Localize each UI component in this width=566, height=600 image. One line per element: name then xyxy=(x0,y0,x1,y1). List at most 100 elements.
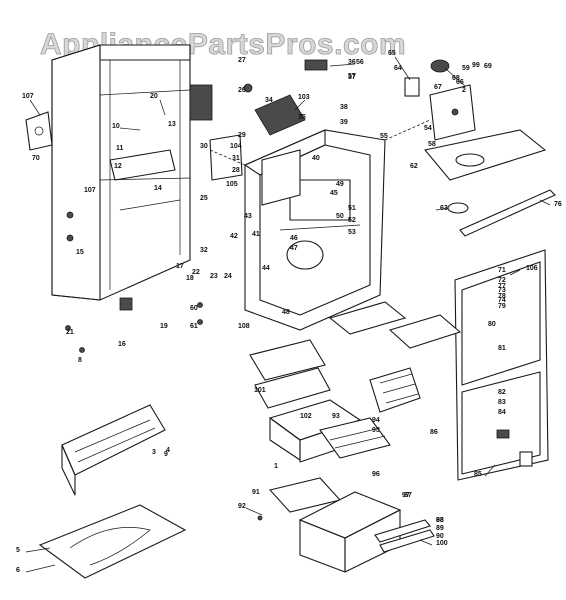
bracket-icon xyxy=(25,111,53,151)
callout-label: 34 xyxy=(265,97,273,104)
callout-label: 94 xyxy=(372,417,380,424)
callout-label: 24 xyxy=(224,273,232,280)
callout-label: 29 xyxy=(238,132,246,139)
callout-label: 52 xyxy=(348,217,356,224)
callout-label: 66 xyxy=(456,79,464,86)
callout-label: 38 xyxy=(340,104,348,111)
callout-label: 60 xyxy=(190,305,198,312)
callout-label: 86 xyxy=(430,429,438,436)
callout-label: 37 xyxy=(348,74,356,81)
callout-label: 74 xyxy=(498,297,506,304)
callout-label: 6 xyxy=(16,567,20,574)
bottom-crisper-icon xyxy=(268,477,435,573)
ice-maker-icon xyxy=(423,59,547,214)
callout-label: 77 xyxy=(498,283,506,290)
callout-label: 44 xyxy=(262,265,270,272)
callout-label: 98 xyxy=(436,517,444,524)
callout-label: 102 xyxy=(300,413,312,420)
callout-label: 59 xyxy=(462,65,470,72)
callout-label: 55 xyxy=(380,133,388,140)
callout-label: 14 xyxy=(154,185,162,192)
callout-label: 23 xyxy=(210,273,218,280)
callout-label: 8 xyxy=(78,357,82,364)
callout-label: 103 xyxy=(298,94,310,101)
callout-label: 64 xyxy=(394,65,402,72)
callout-label: 49 xyxy=(336,181,344,188)
callout-label: 71 xyxy=(498,267,506,274)
base-pan-icon xyxy=(38,504,187,579)
callout-label: 27 xyxy=(238,57,246,64)
callout-label: 99 xyxy=(472,62,480,69)
callout-label: 21 xyxy=(66,329,74,336)
callout-label: 57 xyxy=(348,73,356,80)
callout-label: 46 xyxy=(290,235,298,242)
callout-label: 9 xyxy=(164,451,168,458)
callout-label: 106 xyxy=(526,265,538,272)
callout-label: 26 xyxy=(238,87,246,94)
callout-label: 53 xyxy=(348,229,356,236)
callout-label: 69 xyxy=(484,63,492,70)
grille-icon xyxy=(61,404,166,496)
callout-label: 51 xyxy=(348,205,356,212)
callout-label: 13 xyxy=(168,121,176,128)
callout-label: 50 xyxy=(336,213,344,220)
callout-label: 70 xyxy=(32,155,40,162)
callout-label: 92 xyxy=(238,503,246,510)
callout-label: 1 xyxy=(274,463,278,470)
callout-label: 78 xyxy=(498,293,506,300)
callout-label: 45 xyxy=(330,190,338,197)
callout-label: 39 xyxy=(340,119,348,126)
cabinet-shell-icon xyxy=(51,44,213,301)
callout-label: 40 xyxy=(312,155,320,162)
callout-label: 42 xyxy=(230,233,238,240)
callout-label: 93 xyxy=(332,413,340,420)
callout-label: 62 xyxy=(410,163,418,170)
callout-label: 4 xyxy=(166,447,170,454)
callout-label: 91 xyxy=(252,489,260,496)
callout-label: 67 xyxy=(434,84,442,91)
callout-label: 87 xyxy=(404,492,412,499)
callout-label: 56 xyxy=(356,59,364,66)
duct-icon xyxy=(209,59,420,206)
callout-label: 19 xyxy=(160,323,168,330)
callout-label: 31 xyxy=(232,155,240,162)
callout-label: 97 xyxy=(402,492,410,499)
callout-label: 65 xyxy=(388,50,396,57)
door-panel-icon xyxy=(454,249,549,481)
callout-label: 89 xyxy=(436,525,444,532)
callout-label: 16 xyxy=(118,341,126,348)
callout-label: 107 xyxy=(22,93,34,100)
callout-label: 95 xyxy=(372,427,380,434)
callout-label: 32 xyxy=(200,247,208,254)
callout-label: 105 xyxy=(226,181,238,188)
callout-label: 18 xyxy=(186,275,194,282)
callout-label: 36 xyxy=(348,59,356,66)
callout-label: 101 xyxy=(254,387,266,394)
callout-label: 22 xyxy=(192,269,200,276)
callout-label: 108 xyxy=(238,323,250,330)
callout-label: 54 xyxy=(424,125,432,132)
callout-label: 84 xyxy=(498,409,506,416)
screw-icon xyxy=(65,83,459,521)
callout-label: 82 xyxy=(498,389,506,396)
callout-label: 2 xyxy=(462,87,466,94)
callout-label: 11 xyxy=(116,145,124,152)
callout-label: 76 xyxy=(554,201,562,208)
callout-label: 90 xyxy=(436,533,444,540)
shelf-icon xyxy=(249,301,462,409)
callout-label: 68 xyxy=(452,75,460,82)
callout-label: 72 xyxy=(498,277,506,284)
callout-label: 15 xyxy=(76,249,84,256)
callout-label: 25 xyxy=(200,195,208,202)
callout-label: 104 xyxy=(230,143,242,150)
callout-label: 12 xyxy=(114,163,122,170)
callout-label: 61 xyxy=(190,323,198,330)
callout-label: 96 xyxy=(372,471,380,478)
callout-label: 17 xyxy=(176,263,184,270)
callout-label: 30 xyxy=(200,143,208,150)
callout-label: 20 xyxy=(150,93,158,100)
rail-icon xyxy=(459,189,556,237)
callout-label: 58 xyxy=(428,141,436,148)
callout-label: 10 xyxy=(112,123,120,130)
